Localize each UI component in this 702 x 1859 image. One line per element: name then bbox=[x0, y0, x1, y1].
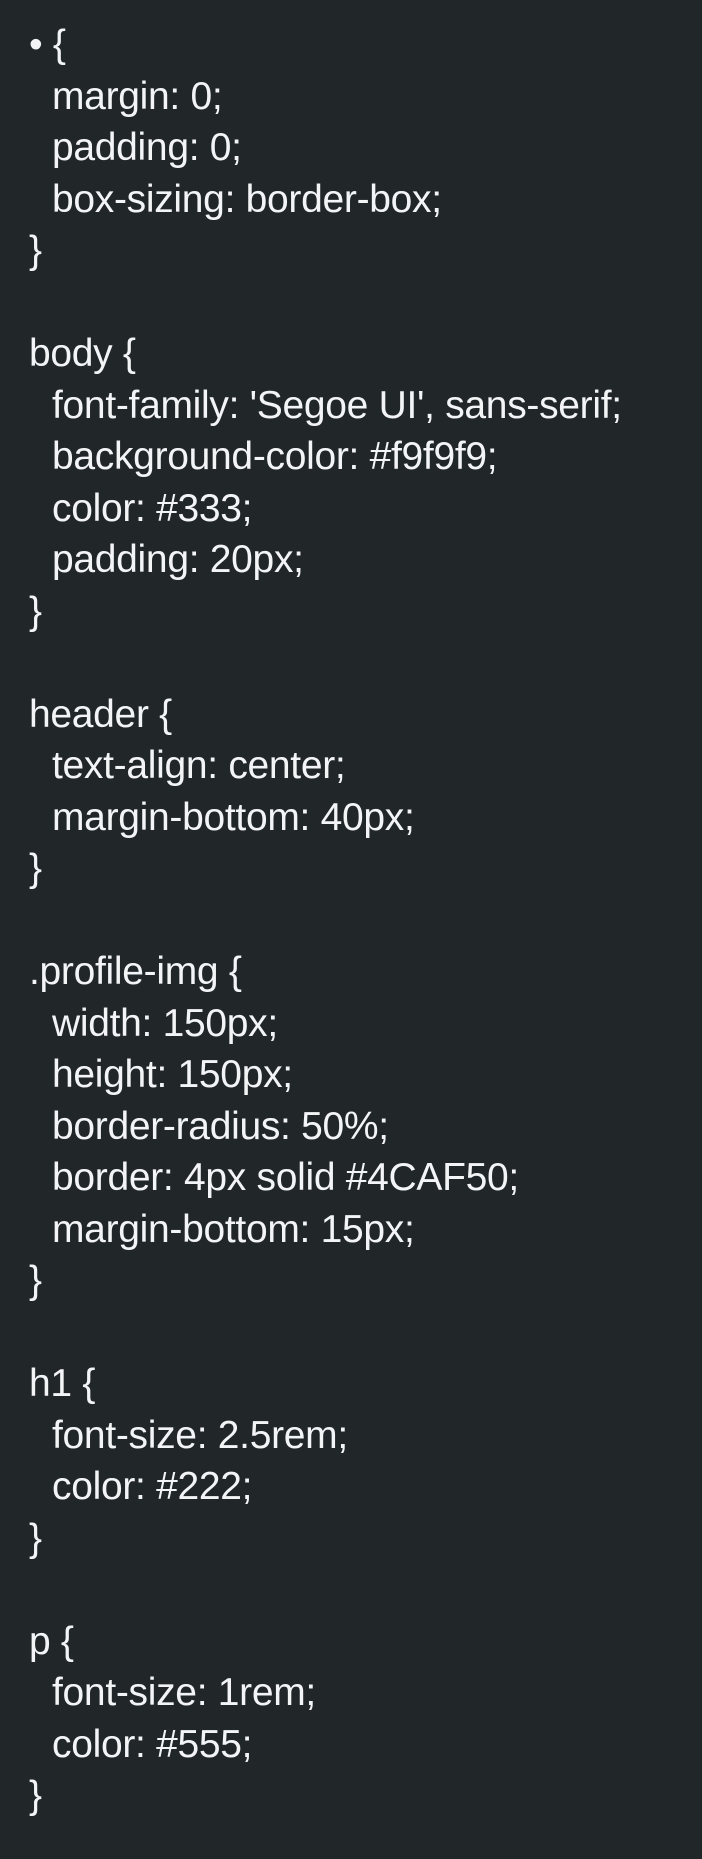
code-line-10: color: #333; bbox=[52, 487, 253, 530]
code-line-24: margin-bottom: 15px; bbox=[52, 1208, 415, 1251]
code-line-35: } bbox=[29, 1774, 42, 1817]
code-line-14: header { bbox=[29, 693, 172, 736]
code-line-27: h1 { bbox=[29, 1362, 96, 1405]
code-line-28: font-size: 2.5rem; bbox=[52, 1414, 348, 1457]
code-line-21: height: 150px; bbox=[52, 1053, 293, 1096]
code-line-32: p { bbox=[29, 1620, 74, 1663]
code-line-16: margin-bottom: 40px; bbox=[52, 796, 415, 839]
code-line-11: padding: 20px; bbox=[52, 538, 304, 581]
code-line-7: body { bbox=[29, 332, 136, 375]
code-line-4: box-sizing: border-box; bbox=[52, 178, 442, 221]
code-line-29: color: #222; bbox=[52, 1465, 253, 1508]
code-line-3: padding: 0; bbox=[52, 126, 242, 169]
code-line-17: } bbox=[29, 847, 42, 890]
code-line-12: } bbox=[29, 590, 42, 633]
code-line-2: margin: 0; bbox=[52, 75, 223, 118]
code-line-9: background-color: #f9f9f9; bbox=[52, 435, 498, 478]
code-line-19: .profile-img { bbox=[29, 950, 242, 993]
code-line-25: } bbox=[29, 1259, 42, 1302]
code-line-22: border-radius: 50%; bbox=[52, 1105, 389, 1148]
code-line-30: } bbox=[29, 1517, 42, 1560]
code-line-5: } bbox=[29, 229, 42, 272]
code-line-15: text-align: center; bbox=[52, 744, 346, 787]
code-line-20: width: 150px; bbox=[52, 1002, 278, 1045]
code-line-1: • { bbox=[29, 23, 66, 66]
code-line-34: color: #555; bbox=[52, 1723, 253, 1766]
code-line-8: font-family: 'Segoe UI', sans-serif; bbox=[52, 384, 622, 427]
code-line-33: font-size: 1rem; bbox=[52, 1671, 316, 1714]
code-line-23: border: 4px solid #4CAF50; bbox=[52, 1156, 519, 1199]
